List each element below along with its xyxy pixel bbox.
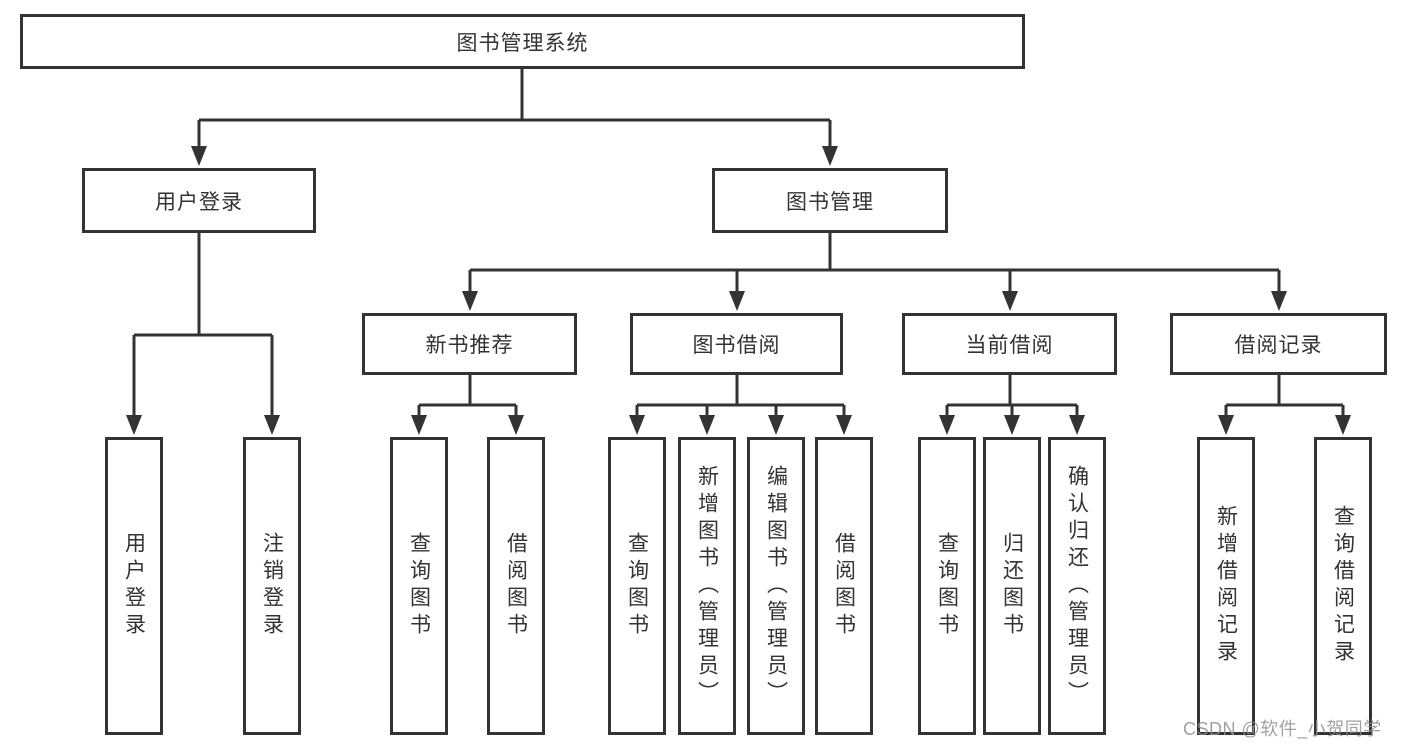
node-label: 编辑图书（管理员） — [764, 464, 788, 708]
leaf-user-login: 用户登录 — [105, 437, 163, 735]
leaf-query-books-recommend: 查询图书 — [390, 437, 448, 735]
node-label: 新书推荐 — [425, 334, 514, 357]
node-book-management: 图书管理 — [712, 168, 948, 233]
leaf-confirm-return-admin: 确认归还（管理员） — [1048, 437, 1106, 735]
leaf-edit-books-admin: 编辑图书（管理员） — [747, 437, 805, 735]
node-label: 查询图书 — [625, 532, 649, 640]
node-label: 查询图书 — [407, 532, 431, 640]
leaf-return-books: 归还图书 — [983, 437, 1041, 735]
node-label: 当前借阅 — [965, 334, 1054, 357]
node-label: 用户登录 — [155, 190, 243, 214]
leaf-add-borrow-record: 新增借阅记录 — [1197, 437, 1255, 735]
node-label: 借阅图书 — [504, 532, 528, 640]
node-label: 图书借阅 — [692, 334, 781, 357]
leaf-add-books-admin: 新增图书（管理员） — [678, 437, 736, 735]
node-label: 新增借阅记录 — [1214, 505, 1238, 667]
node-user-login: 用户登录 — [82, 168, 316, 233]
leaf-query-borrow-record: 查询借阅记录 — [1314, 437, 1372, 735]
leaf-borrow-books-recommend: 借阅图书 — [487, 437, 545, 735]
leaf-logout: 注销登录 — [243, 437, 301, 735]
node-label: 新增图书（管理员） — [695, 464, 719, 708]
arrowheads — [126, 146, 1351, 435]
node-label: 归还图书 — [1000, 532, 1024, 640]
node-borrowing-records: 借阅记录 — [1170, 313, 1387, 375]
leaf-query-books-borrowing: 查询图书 — [608, 437, 666, 735]
leaf-query-books-current: 查询图书 — [918, 437, 976, 735]
leaf-borrow-books-borrowing: 借阅图书 — [815, 437, 873, 735]
node-label: 确认归还（管理员） — [1065, 464, 1089, 708]
node-root-library-system: 图书管理系统 — [20, 14, 1025, 69]
node-label: 用户登录 — [122, 532, 146, 640]
node-book-borrowing: 图书借阅 — [630, 313, 843, 375]
node-label: 注销登录 — [260, 532, 284, 640]
node-label: 查询图书 — [935, 532, 959, 640]
node-label: 图书管理 — [786, 190, 874, 214]
node-label: 借阅记录 — [1234, 334, 1323, 357]
node-current-borrowing: 当前借阅 — [902, 313, 1117, 375]
csdn-watermark: CSDN @软件_小贺同学 — [1183, 719, 1382, 739]
node-label: 借阅图书 — [832, 532, 856, 640]
node-label: 查询借阅记录 — [1331, 505, 1355, 667]
node-new-book-recommend: 新书推荐 — [362, 313, 577, 375]
node-label: 图书管理系统 — [456, 31, 589, 55]
